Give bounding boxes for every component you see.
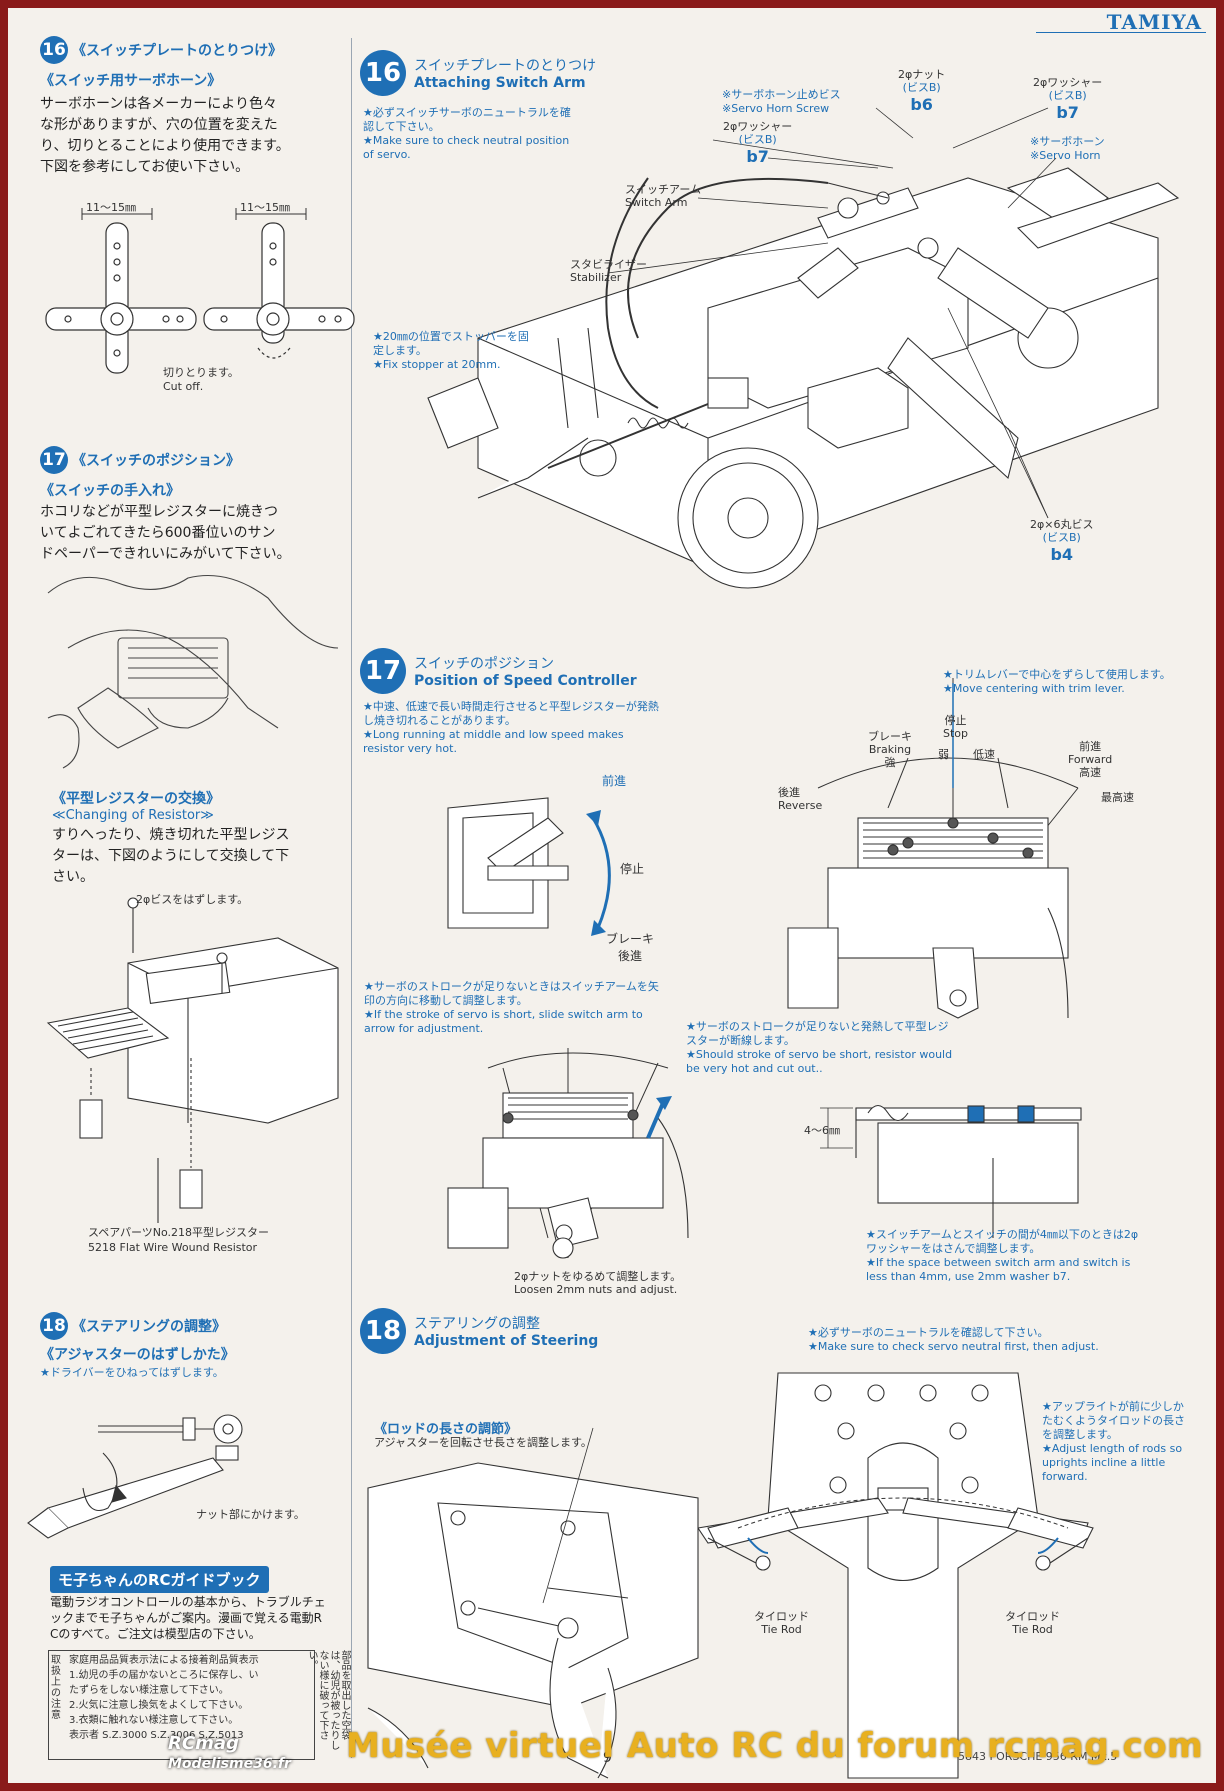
guide-book-title: モ子ちゃんのRCガイドブック [50,1566,269,1593]
stroke-note: ★サーボのストロークが足りないときはスイッチアームを矢印の方向に移動して調整しま… [364,980,659,1035]
left-s18-subtitle: 《アジャスターのはずしかた》 [40,1347,235,1363]
neutral-note: ★必ずサーボのニュートラルを確認して下さい。 ★Make sure to che… [808,1326,1099,1353]
step17-header: 17 スイッチのポジション Position of Speed Controll… [360,648,637,694]
cutoff-en: Cut off. [163,380,204,393]
step16-badge: 16 [360,50,406,96]
step17-title-jp: スイッチのポジション [414,656,554,672]
guide-book-body: 電動ラジオコントロールの基本から、トラブルチェ ックまでモ子ちゃんがご案内。漫画… [50,1595,326,1641]
screw-remove-label: 2φビスをはずします。 [136,893,249,906]
left-s17-subtitle: 《スイッチの手入れ》 [40,483,180,499]
step18-title-en: Adjustment of Steering [414,1333,599,1349]
stick-forward: 前進 [602,774,627,788]
left-s17-body: ホコリなどが平型レジスターに焼きつ いてよごれてきたら600番位いのサン ドペー… [40,504,291,562]
warning-text: 家庭用品品質表示法による接着剤品質表示 1.幼児の手の届かないところに保存し、い… [69,1655,259,1741]
model-name: 5843 PORSCHE 956 RM Mk.5 [958,1750,1118,1763]
dim-label-b: 11～15㎜ [240,201,290,214]
step18-title-jp: ステアリングの調整 [414,1316,540,1332]
upright-note: ★アップライトが前に少しかたむくようタイロッドの長さを調整します。 ★Adjus… [1042,1400,1185,1483]
stabilizer-label: スタビライザー Stabilizer [570,258,647,284]
resistor-title-jp: 《平型レジスターの交換》 [52,791,220,807]
hot-note: ★サーボのストロークが足りないと発熱して平型レジスターが断線します。 ★Shou… [686,1020,953,1075]
tie-rod-right: タイロッド Tie Rod [1005,1610,1060,1636]
step18-header: 18 ステアリングの調整 Adjustment of Steering [360,1308,598,1354]
step16-title-en: Attaching Switch Arm [414,75,586,91]
loosen-label: 2φナットをゆるめて調整します。 Loosen 2mm nuts and adj… [514,1270,682,1296]
step-badge-17: 17 [40,446,68,474]
left-resistor-change: 《平型レジスターの交換》 ≪Changing of Resistor≫ すりへっ… [52,788,342,888]
step16-note: ★必ずスイッチサーボのニュートラルを確認して下さい。 ★Make sure to… [363,106,571,161]
rcmag-logo: RCmag [168,1733,239,1754]
step17-title-en: Position of Speed Controller [414,673,637,689]
left-s16-title: 《スイッチプレートのとりつけ》 [72,43,283,59]
stopper-note: ★20㎜の位置でストッパーを固定します。 ★Fix stopper at 20m… [373,330,529,371]
modelisme-logo: Modelisme36.fr [168,1756,291,1772]
stick-brake: ブレーキ 後進 [606,932,655,963]
resistor-body: すりへったり、焼き切れた平型レジス ターは、下図のようにして交換して下 さい。 [52,827,290,885]
horn-screw-label: ※サーボホーン止めビス ※Servo Horn Screw [722,88,841,115]
warning-bag-note: 部品を取出した空袋は、幼児が被ったりしない様に破って下さい。 [306,1650,350,1750]
watermark-text: Musée virtuel Auto RC du forum rcmag.com [346,1726,1204,1766]
left-step17: 17 《スイッチのポジション》 《スイッチの手入れ》 ホコリなどが平型レジスター… [40,446,340,565]
washer-b7-label: 2φワッシャー (ビスB) b7 [1033,76,1103,122]
step-badge-16: 16 [40,36,68,64]
step17-badge: 17 [360,648,406,694]
brand-logo: TAMIYA [1106,10,1202,34]
rod-title: 《ロッドの長さの調節》 [374,1422,518,1437]
manual-page: TAMIYA 16 《スイッチプレートのとりつけ》 《スイッチ用サーボホーン》 … [8,8,1216,1783]
nut-b6-label: 2φナット (ビスB) b6 [898,68,946,114]
screw-b4-label: 2φ×6丸ビス (ビスB) b4 [1030,518,1094,564]
left-step16: 16 《スイッチプレートのとりつけ》 《スイッチ用サーボホーン》 サーボホーンは… [40,36,340,178]
left-step18: 18 《ステアリングの調整》 《アジャスターのはずしかた》 ★ドライバーをひねっ… [40,1312,340,1380]
cutoff-jp: 切りとります。 [163,366,239,379]
ctrl-weak: 弱 [938,748,949,761]
ctrl-reverse-label: 後進 Reverse [778,786,823,812]
tie-rod-left: タイロッド Tie Rod [754,1610,809,1636]
ctrl-forward-label: 前進 Forward 高速 [1068,740,1113,779]
switch-arm-label: スイッチアーム Switch Arm [625,183,702,209]
ctrl-low: 低速 [973,748,995,761]
step18-badge: 18 [360,1308,406,1354]
step16-title-jp: スイッチプレートのとりつけ [414,58,597,74]
spare-part-jp: スペアパーツNo.218平型レジスター [88,1226,270,1239]
left-s16-subtitle: 《スイッチ用サーボホーン》 [40,73,222,89]
resistor-title-en: ≪Changing of Resistor≫ [52,808,214,823]
step-badge-18: 18 [40,1312,68,1340]
ctrl-top: 最高速 [1101,791,1134,804]
gap-label: 4～6㎜ [804,1124,840,1137]
step17-note: ★中速、低速で長い時間走行させると平型レジスターが発熱し焼き切れることがあります… [363,700,659,755]
warning-side-label: 取扱上の注意 [51,1655,61,1721]
column-divider [351,38,352,1758]
spare-part-en: 5218 Flat Wire Wound Resistor [88,1241,258,1254]
left-s18-title: 《ステアリングの調整》 [72,1319,226,1335]
nut-label: ナット部にかけます。 [196,1508,305,1521]
dim-label-a: 11～15㎜ [86,201,136,214]
brand-rule [1036,32,1206,33]
ctrl-braking-label: ブレーキ Braking 強 [868,730,912,769]
ctrl-stop-label: 停止 Stop [943,714,969,740]
warning-box: 取扱上の注意 家庭用品品質表示法による接着剤品質表示 1.幼児の手の届かないとこ… [48,1650,315,1760]
left-s18-note: ★ドライバーをひねってはずします。 [40,1366,224,1379]
rod-note: アジャスターを回転させ長さを調整します。 [374,1436,592,1449]
washer2-b7-label: 2φワッシャー (ビスB) b7 [723,120,793,166]
left-s17-title: 《スイッチのポジション》 [72,453,240,469]
step16-header: 16 スイッチプレートのとりつけ Attaching Switch Arm [360,50,596,96]
servo-horn-label: ※サーボホーン ※Servo Horn [1030,135,1105,162]
washer-note: ★スイッチアームとスイッチの間が4㎜以下のときは2φワッシャーをはさんで調整しま… [866,1228,1139,1283]
page-number: 9 [603,1750,612,1766]
left-s16-body: サーボホーンは各メーカーにより色々 な形がありますが、穴の位置を変えた り、切り… [40,96,290,175]
stick-stop: 停止 [620,862,645,876]
trim-note: ★トリムレバーで中心をずらして使用します。 ★Move centering wi… [943,668,1171,695]
